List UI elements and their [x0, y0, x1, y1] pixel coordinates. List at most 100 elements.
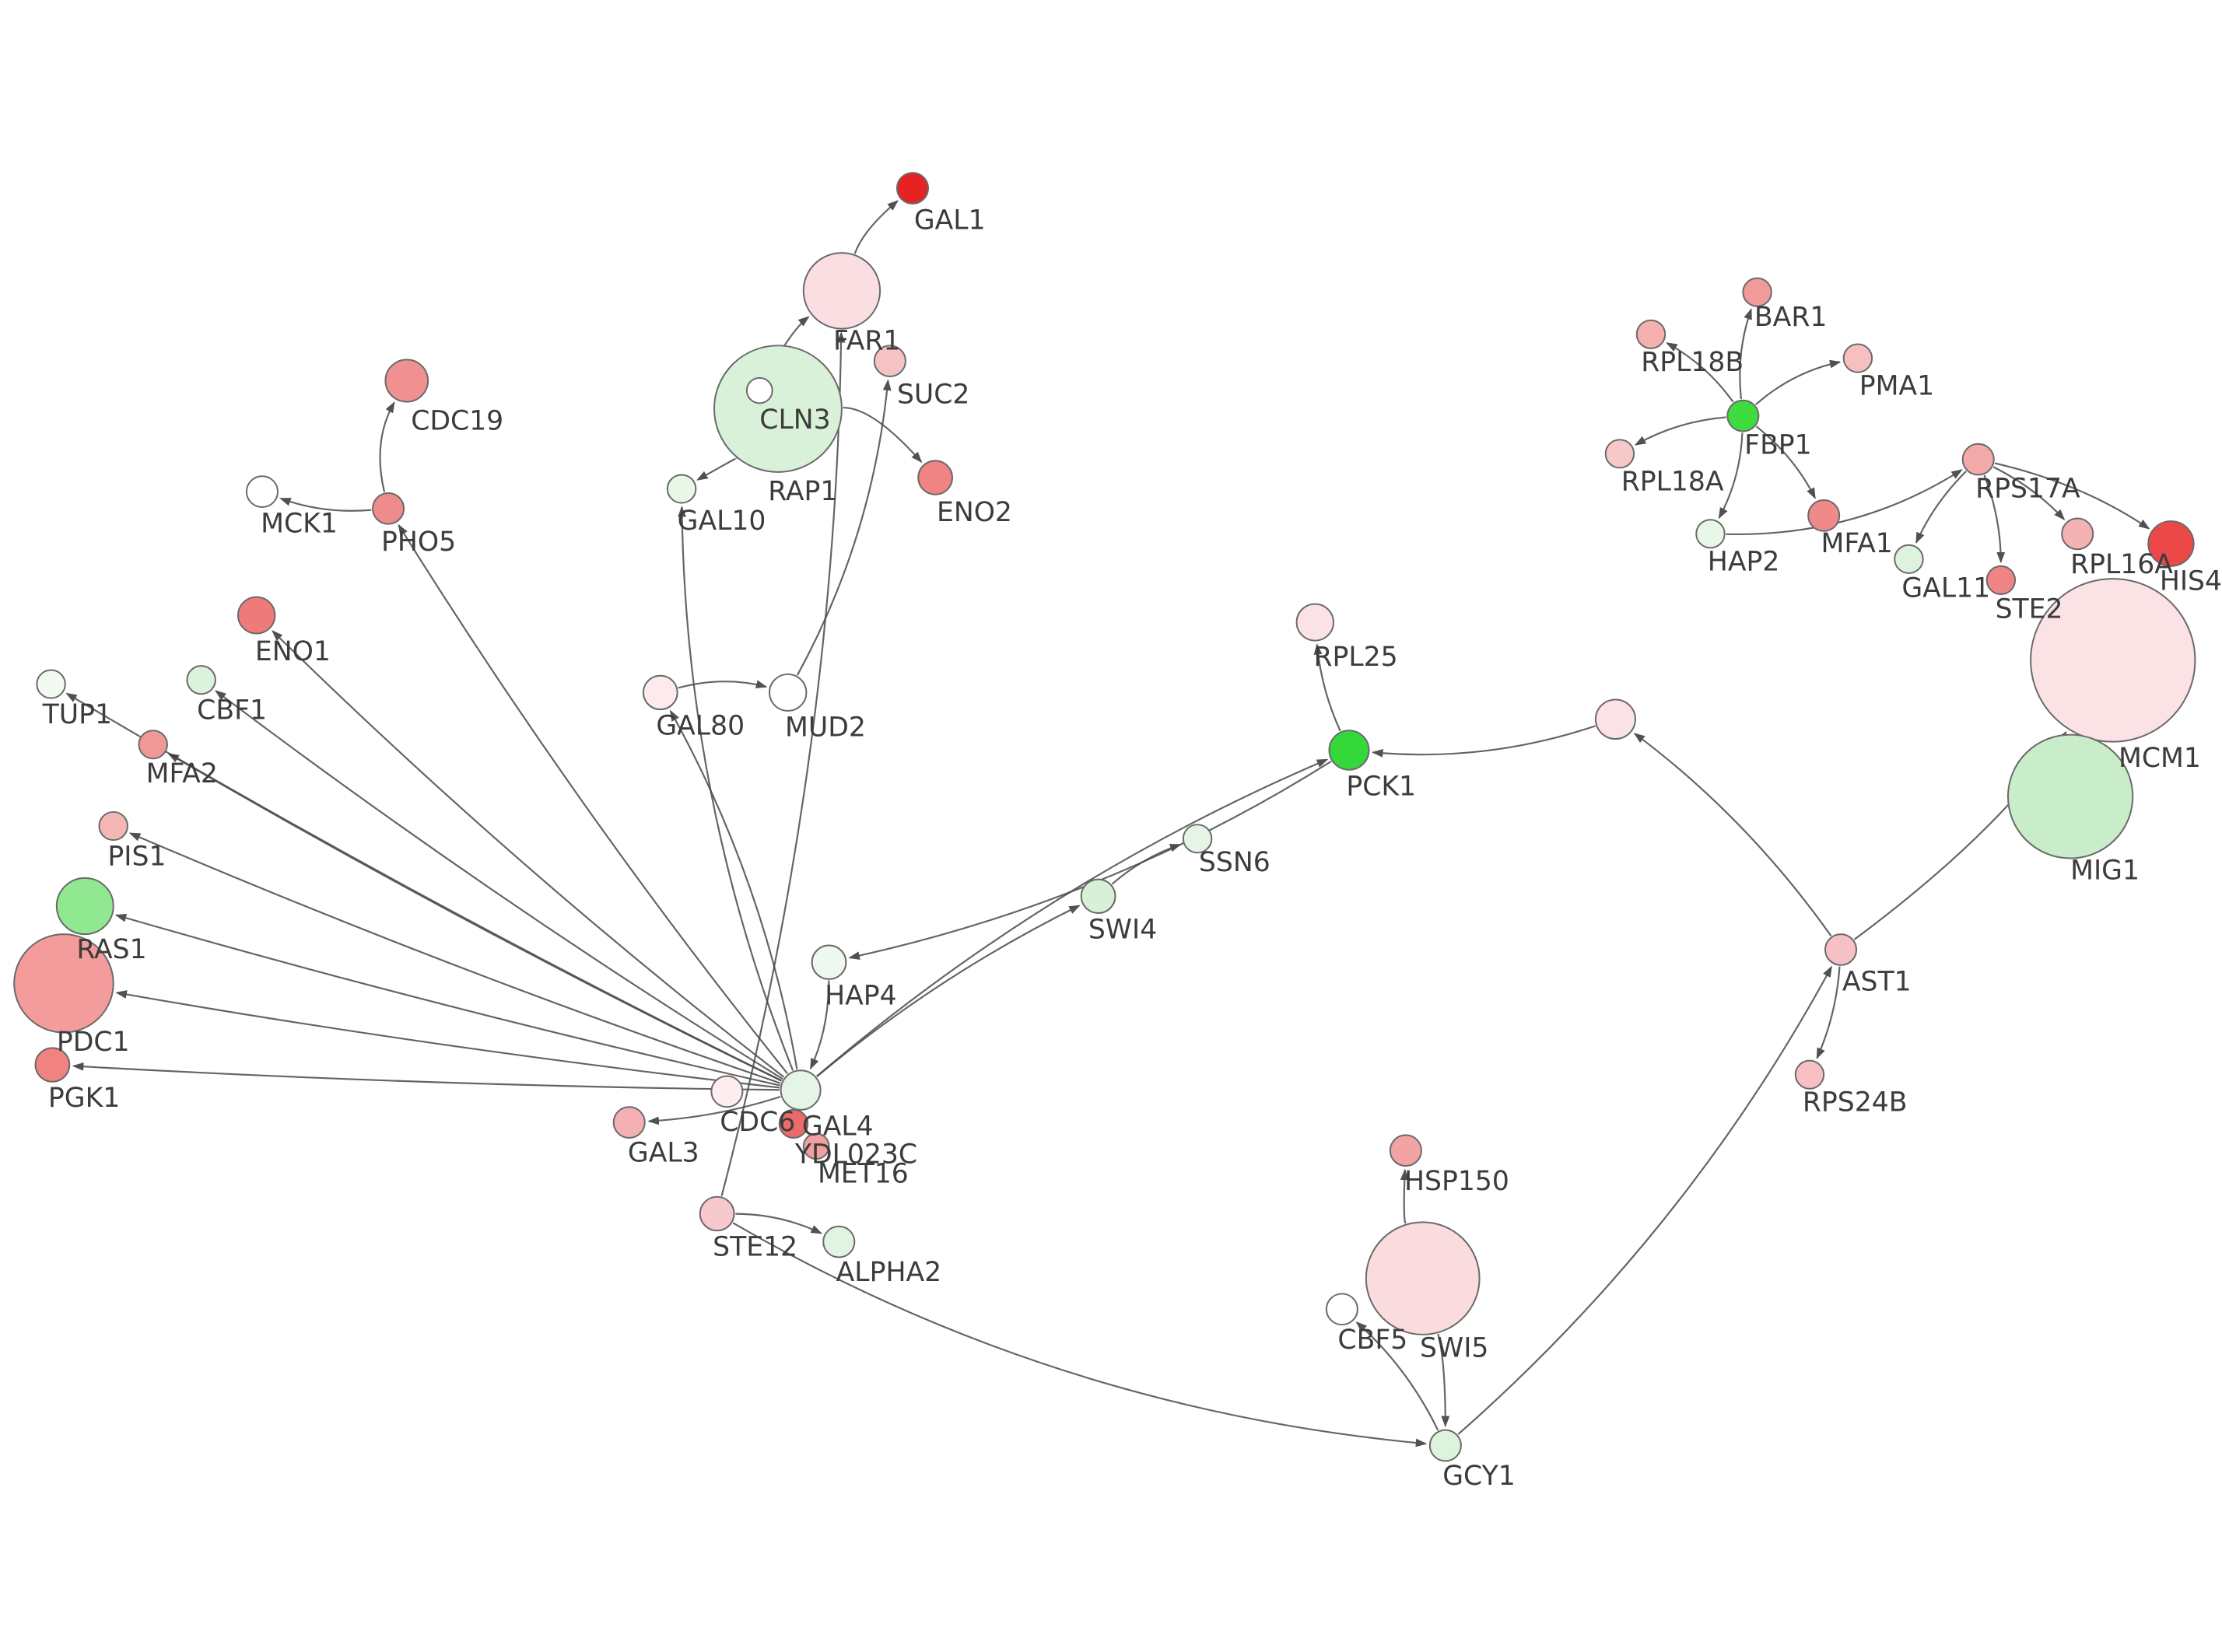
node-RAS1[interactable] [55, 877, 114, 936]
edge-GAL4-SWI4[interactable] [816, 905, 1081, 1077]
edge-GAL4-RAS1[interactable] [114, 913, 780, 1087]
edge-GAL4-GAL10[interactable] [678, 506, 794, 1071]
edge-PHO5-CDC19[interactable] [379, 401, 395, 492]
edge-FBP1-RPL18B[interactable] [1666, 342, 1734, 403]
node-PMA1[interactable] [1842, 343, 1873, 373]
node-CBF5[interactable] [1325, 1293, 1358, 1326]
edge-AST1-NODEX[interactable] [1633, 733, 1832, 936]
node-RPL25[interactable] [1295, 603, 1334, 642]
edge-STE12-ALPHA2[interactable] [735, 1213, 822, 1234]
edge-RAP1-GAL10[interactable] [696, 457, 738, 481]
node-RPS17A[interactable] [1961, 443, 1995, 476]
edge-RPS17A-STE2[interactable] [1983, 474, 2006, 564]
edge-HAP2-RPS17A[interactable] [1726, 469, 1963, 536]
node-MFA1[interactable] [1807, 499, 1841, 532]
node-NODEX[interactable] [1594, 698, 1636, 740]
edge-HAP4-GAL4[interactable] [809, 980, 830, 1070]
edge-AST1-RPS24B[interactable] [1816, 966, 1841, 1059]
edge-GAL4-PCK1[interactable] [816, 758, 1329, 1077]
node-SUC2[interactable] [873, 345, 906, 378]
node-ALPHA2[interactable] [822, 1225, 856, 1258]
node-SWI4[interactable] [1080, 878, 1116, 914]
node-CDC19[interactable] [384, 359, 429, 403]
edge-GAL4-GAL80[interactable] [669, 709, 798, 1070]
node-MCM1[interactable] [2030, 578, 2196, 743]
node-GAL80[interactable] [642, 674, 678, 711]
node-GAL11[interactable] [1894, 544, 1924, 574]
edge-GAL4-PHO5[interactable] [398, 523, 788, 1075]
node-CLN3[interactable] [745, 376, 773, 404]
node-MCK1[interactable] [245, 475, 279, 509]
node-SSN6[interactable] [1182, 824, 1213, 854]
node-FBP1[interactable] [1726, 399, 1760, 432]
edge-STE12-FAR1[interactable] [720, 331, 846, 1197]
edge-FBP1-MFA1[interactable] [1755, 425, 1816, 499]
edge-SWI5-HSP150[interactable] [1400, 1168, 1409, 1224]
node-GAL3[interactable] [612, 1106, 646, 1139]
edge-STE12-GCY1[interactable] [732, 1222, 1428, 1447]
node-YDL023C[interactable] [778, 1108, 809, 1139]
edge-PCK1-RPL25[interactable] [1313, 643, 1341, 732]
node-AST1[interactable] [1824, 933, 1858, 966]
edge-RPS17A-HIS4[interactable] [1994, 462, 2150, 530]
edge-FBP1-HAP2[interactable] [1718, 432, 1744, 520]
edge-GCY1-CBF5[interactable] [1355, 1321, 1439, 1431]
node-GAL1[interactable] [895, 172, 930, 205]
edge-FBP1-BAR1[interactable] [1739, 308, 1752, 400]
edge-GAL4-PIS1[interactable] [128, 832, 781, 1084]
node-FAR1[interactable] [802, 252, 881, 330]
node-MFA2[interactable] [138, 730, 168, 760]
edge-GAL4-ENO1[interactable] [272, 630, 785, 1078]
node-RPL16A[interactable] [2061, 517, 2094, 551]
edge-GAL4-PDC1[interactable] [115, 990, 780, 1089]
edge-GCY1-AST1[interactable] [1457, 965, 1832, 1435]
node-RPL18A[interactable] [1604, 439, 1635, 469]
node-MIG1[interactable] [2006, 733, 2134, 859]
node-TUP1[interactable] [36, 669, 66, 699]
edge-PHO5-MCK1[interactable] [279, 497, 372, 512]
edge-NODEX-PCK1[interactable] [1372, 725, 1596, 758]
node-GAL10[interactable] [666, 474, 697, 504]
edge-GAL4-GAL3[interactable] [647, 1095, 781, 1125]
node-GCY1[interactable] [1428, 1429, 1462, 1462]
node-ENO2[interactable] [917, 460, 954, 495]
node-GAL4[interactable] [780, 1069, 822, 1111]
node-CDC6[interactable] [710, 1075, 744, 1108]
node-MET16[interactable] [802, 1132, 830, 1160]
edge-SWI4-SSN6[interactable] [1111, 843, 1182, 885]
node-HSP150[interactable] [1389, 1134, 1422, 1167]
node-STE12[interactable] [699, 1195, 735, 1232]
node-SWI5[interactable] [1365, 1221, 1481, 1335]
edge-GAL80-MUD2[interactable] [678, 680, 768, 689]
node-PGK1[interactable] [34, 1047, 71, 1083]
edge-RPS17A-GAL11[interactable] [1915, 471, 1968, 544]
node-HAP4[interactable] [811, 944, 847, 980]
node-STE2[interactable] [1985, 565, 2017, 595]
edge-GAL4-PGK1[interactable] [72, 1062, 780, 1091]
node-BAR1[interactable] [1742, 277, 1772, 307]
node-MUD2[interactable] [769, 673, 808, 712]
edge-GAL4-TUP1[interactable] [65, 692, 783, 1082]
edge-RAP1-ENO2[interactable] [843, 407, 923, 464]
node-PDC1[interactable] [13, 933, 114, 1034]
edge-FAR1-GAL1[interactable] [853, 200, 899, 254]
edge-MUD2-SUC2[interactable] [796, 379, 892, 676]
node-HAP2[interactable] [1695, 519, 1726, 549]
node-CBF1[interactable] [186, 665, 216, 695]
edge-RPS17A-RPL16A[interactable] [1992, 466, 2066, 521]
edge-FBP1-RPL18A[interactable] [1634, 416, 1726, 446]
edge-GAL4-CBF1[interactable] [215, 690, 783, 1080]
node-RPL18B[interactable] [1635, 319, 1666, 349]
edge-GAL4-MFA2[interactable] [167, 753, 783, 1082]
node-ENO1[interactable] [237, 596, 276, 635]
node-RPS24B[interactable] [1794, 1059, 1825, 1090]
edge-FBP1-PMA1[interactable] [1754, 359, 1842, 406]
node-HIS4[interactable] [2147, 520, 2195, 567]
node-RAP1[interactable] [713, 345, 843, 473]
node-PHO5[interactable] [372, 492, 405, 525]
node-PIS1[interactable] [98, 810, 128, 842]
edge-SWI5-GCY1[interactable] [1437, 1333, 1450, 1428]
node-PCK1[interactable] [1328, 730, 1370, 771]
